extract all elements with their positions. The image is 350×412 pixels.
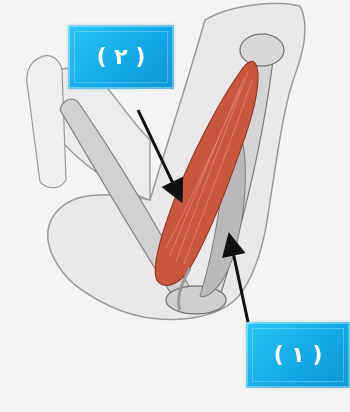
label-biceps: ( ٢ ) <box>68 25 174 89</box>
elbow-joint <box>166 286 226 314</box>
shoulder-joint <box>240 34 284 66</box>
label-triceps: ( ١ ) <box>246 322 350 388</box>
label-triceps-text: ( ١ ) <box>274 343 323 368</box>
label-biceps-text: ( ٢ ) <box>97 45 146 70</box>
